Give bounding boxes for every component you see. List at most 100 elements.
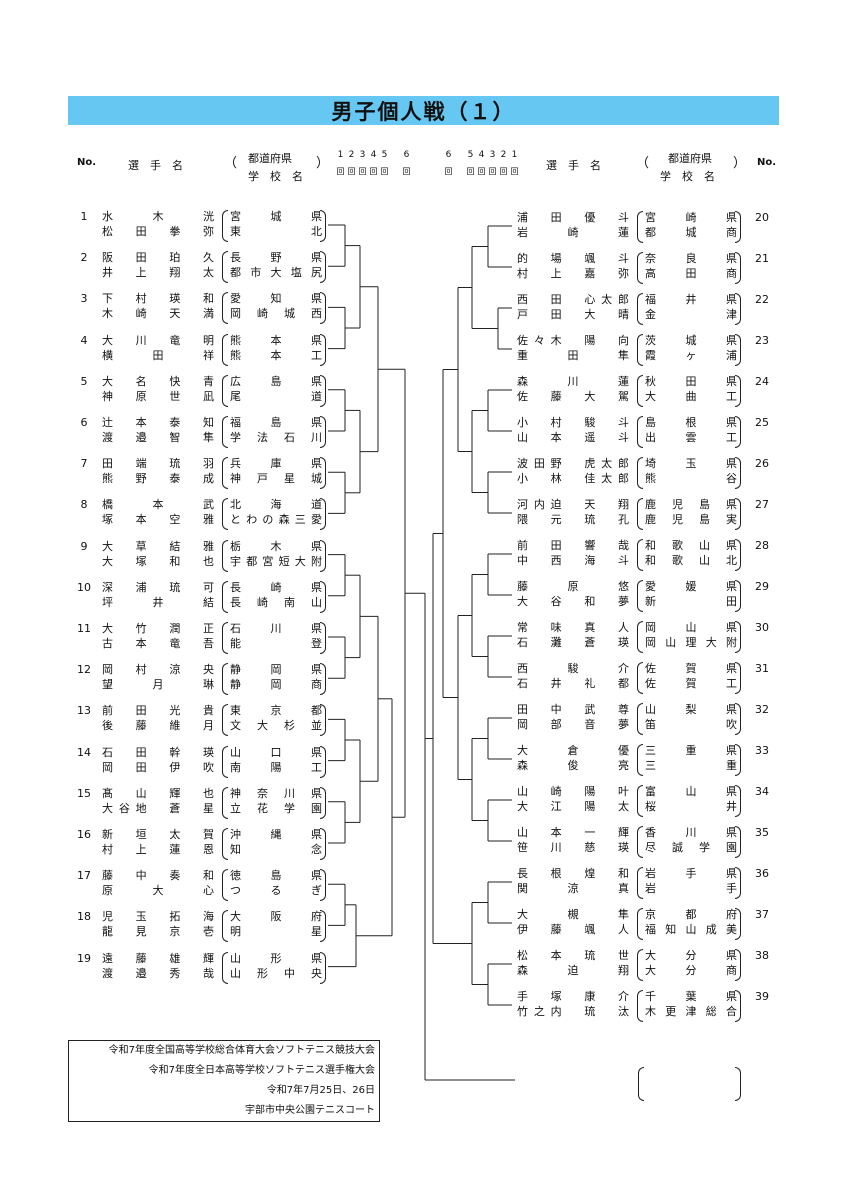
school-name: 文大杉並 <box>230 719 322 733</box>
prefecture: 千 葉 県 <box>645 990 737 1003</box>
player-name-2: 龍 見 京 壱 <box>102 925 214 939</box>
player-name-2: 岩 崎 蓮 <box>517 226 629 239</box>
prefecture: 京 都 府 <box>645 908 737 921</box>
school-bracket-close <box>320 539 326 572</box>
prefecture: 栃 木 県 <box>230 539 322 553</box>
school-bracket-open <box>637 908 643 940</box>
prefecture: 長 野 県 <box>230 251 322 265</box>
school-name: 学法石川 <box>230 431 322 444</box>
player-name-2: 戸 田 大 晴 <box>517 308 629 321</box>
school-bracket-close <box>320 951 326 984</box>
prefecture: 三 重 県 <box>645 744 737 757</box>
paren-open-left: （ <box>224 156 238 171</box>
school-name: 知 念 <box>230 843 322 856</box>
player-name-1: 山 本 一 輝 <box>517 826 629 839</box>
player-name-2: 伊 藤 颯 人 <box>517 923 629 936</box>
entry-number: 18 <box>77 910 91 924</box>
school-name: 明 星 <box>230 925 322 939</box>
prefecture: 長 崎 県 <box>230 580 322 594</box>
school-bracket-open <box>222 828 228 860</box>
page-title: 男子個人戦（１） <box>68 96 779 125</box>
round-mark: 回 <box>347 167 356 176</box>
paren-close-left: ） <box>316 156 330 171</box>
school-bracket-open <box>637 826 643 858</box>
paren-close-right: ） <box>733 156 747 171</box>
player-name-1: 松 本 琉 世 <box>517 949 629 962</box>
player-name-1: 深 浦 琉 可 <box>102 580 214 594</box>
prefecture: 静 岡 県 <box>230 663 322 677</box>
school-name: とわの森三愛 <box>230 513 322 527</box>
prefecture: 岡 山 県 <box>645 621 737 634</box>
school-bracket-open <box>222 539 228 572</box>
round-number: 2 <box>500 150 507 160</box>
player-name-2: 大 塚 和 也 <box>102 554 214 568</box>
entry-number: 31 <box>755 662 769 675</box>
entry-number: 38 <box>755 949 769 962</box>
player-name-1: 阪 田 珀 久 <box>102 251 214 265</box>
player-name-2: 塚 本 空 雅 <box>102 513 214 527</box>
player-name-2: 森 迫 翔 <box>517 964 629 977</box>
player-name-1: 大 名 快 青 <box>102 374 214 388</box>
tournament-info-box: 令和7年度全国高等学校総合体育大会ソフトテニス競技大会 令和7年度全日本高等学校… <box>68 1040 380 1122</box>
entry-number: 4 <box>80 333 88 347</box>
school-name: 岡山理大附 <box>645 636 737 649</box>
player-name-1: 的 場 颯 斗 <box>517 252 629 265</box>
player-name-2: 坪 井 結 <box>102 595 214 609</box>
school-name: 新 田 <box>645 595 737 608</box>
winner-bracket-open <box>638 1067 644 1101</box>
tournament-name-2: 令和7年度全日本高等学校ソフトテニス選手権大会 <box>148 1065 375 1076</box>
round-number: 4 <box>478 150 485 160</box>
prefecture: 沖 縄 県 <box>230 828 322 841</box>
player-name-1: 佐々木 陽 向 <box>517 334 629 347</box>
school-name: 金 津 <box>645 308 737 321</box>
entry-number: 23 <box>755 334 769 347</box>
entry-number: 34 <box>755 785 769 798</box>
round-mark: 回 <box>402 167 411 176</box>
paren-open-right: （ <box>636 156 650 171</box>
school-name: 尾 道 <box>230 389 322 403</box>
round-mark: 回 <box>510 167 519 176</box>
entry-number: 36 <box>755 867 769 880</box>
round-mark: 回 <box>336 167 345 176</box>
no-header-left: No. <box>77 157 97 168</box>
prefecture: 徳 島 県 <box>230 869 322 883</box>
entry-number: 33 <box>755 744 769 757</box>
entry-number: 6 <box>80 416 88 429</box>
round-number: 6 <box>445 150 452 160</box>
school-bracket-open <box>637 211 643 243</box>
player-name-1: 前 田 光 貴 <box>102 704 214 718</box>
entry-number: 10 <box>77 580 91 594</box>
school-name: 出 雲 工 <box>645 431 737 444</box>
prefecture: 島 根 県 <box>645 416 737 429</box>
round-marks-left: 回回回回回回 <box>335 166 412 177</box>
school-bracket-open <box>637 252 643 284</box>
prefecture: 岩 手 県 <box>645 867 737 880</box>
prefecture: 大 分 県 <box>645 949 737 962</box>
school-name: 東 北 <box>230 225 322 238</box>
round-marks-right: 回回回回回回 <box>443 166 520 177</box>
school-name: 静 岡 商 <box>230 678 322 692</box>
entry-number: 28 <box>755 539 769 552</box>
player-name-2: 笹 川 慈 瑛 <box>517 841 629 854</box>
round-number: 3 <box>359 150 366 160</box>
player-name-2: 中 西 海 斗 <box>517 554 629 567</box>
entry-number: 26 <box>755 457 769 470</box>
entry-number: 35 <box>755 826 769 839</box>
school-name: 神戸星城 <box>230 472 322 486</box>
player-name-1: 岡 村 涼 央 <box>102 663 214 677</box>
entry-number: 21 <box>755 252 769 265</box>
player-name-1: 大 草 結 雅 <box>102 539 214 553</box>
player-name-1: 石 田 幹 瑛 <box>102 745 214 759</box>
player-name-2: 大谷地 蒼 星 <box>102 801 214 815</box>
school-name: 立花学園 <box>230 801 322 815</box>
player-name-1: 大 竹 潤 正 <box>102 622 214 635</box>
prefecture: 石 川 県 <box>230 622 322 635</box>
entry-number: 12 <box>77 663 91 677</box>
prefecture: 秋 田 県 <box>645 375 737 388</box>
school-name: 笛 吹 <box>645 718 737 731</box>
prefecture: 宮 城 県 <box>230 210 322 223</box>
player-name-2: 熊 野 泰 成 <box>102 472 214 486</box>
school-name: 都 城 商 <box>645 226 737 239</box>
